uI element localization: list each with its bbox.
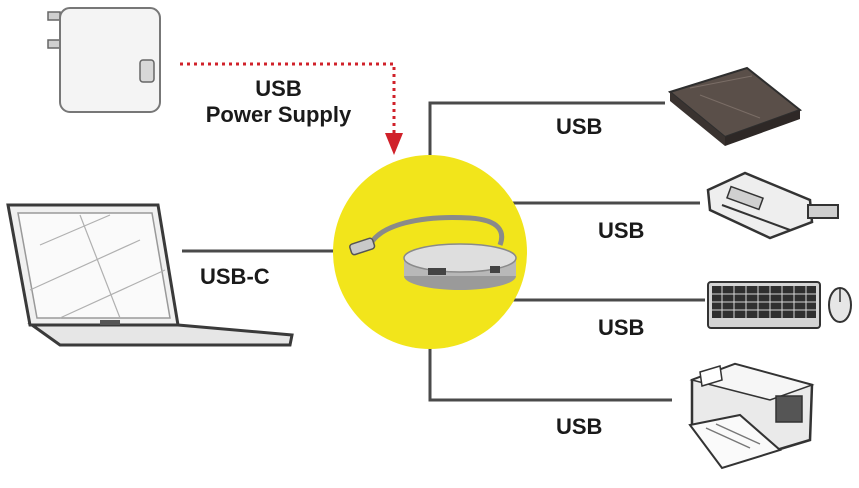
printer-icon (688, 362, 815, 470)
card-reader-icon (706, 171, 839, 240)
hard-drive-icon (667, 66, 803, 146)
connection-lines (182, 101, 705, 402)
cardreader-connection-label: USB (598, 218, 645, 243)
hdd-connection-label: USB (556, 114, 603, 139)
hdd-line (428, 101, 665, 155)
printer-connection-label: USB (556, 414, 603, 439)
mouse-icon (828, 287, 852, 323)
keyboard-icon (707, 281, 821, 329)
usb-hub-icon (349, 215, 517, 290)
laptop-icon (6, 203, 294, 347)
power-label-line2: Power Supply (205, 102, 352, 127)
power-label-line1: USB (255, 76, 302, 101)
printer-line (428, 348, 672, 402)
laptop-connection-label: USB-C (200, 264, 270, 289)
power-adapter-icon (47, 7, 161, 113)
power-supply-label: USB Power Supply (196, 76, 361, 128)
power-arrow (180, 62, 403, 155)
keyboard-connection-label: USB (598, 315, 645, 340)
